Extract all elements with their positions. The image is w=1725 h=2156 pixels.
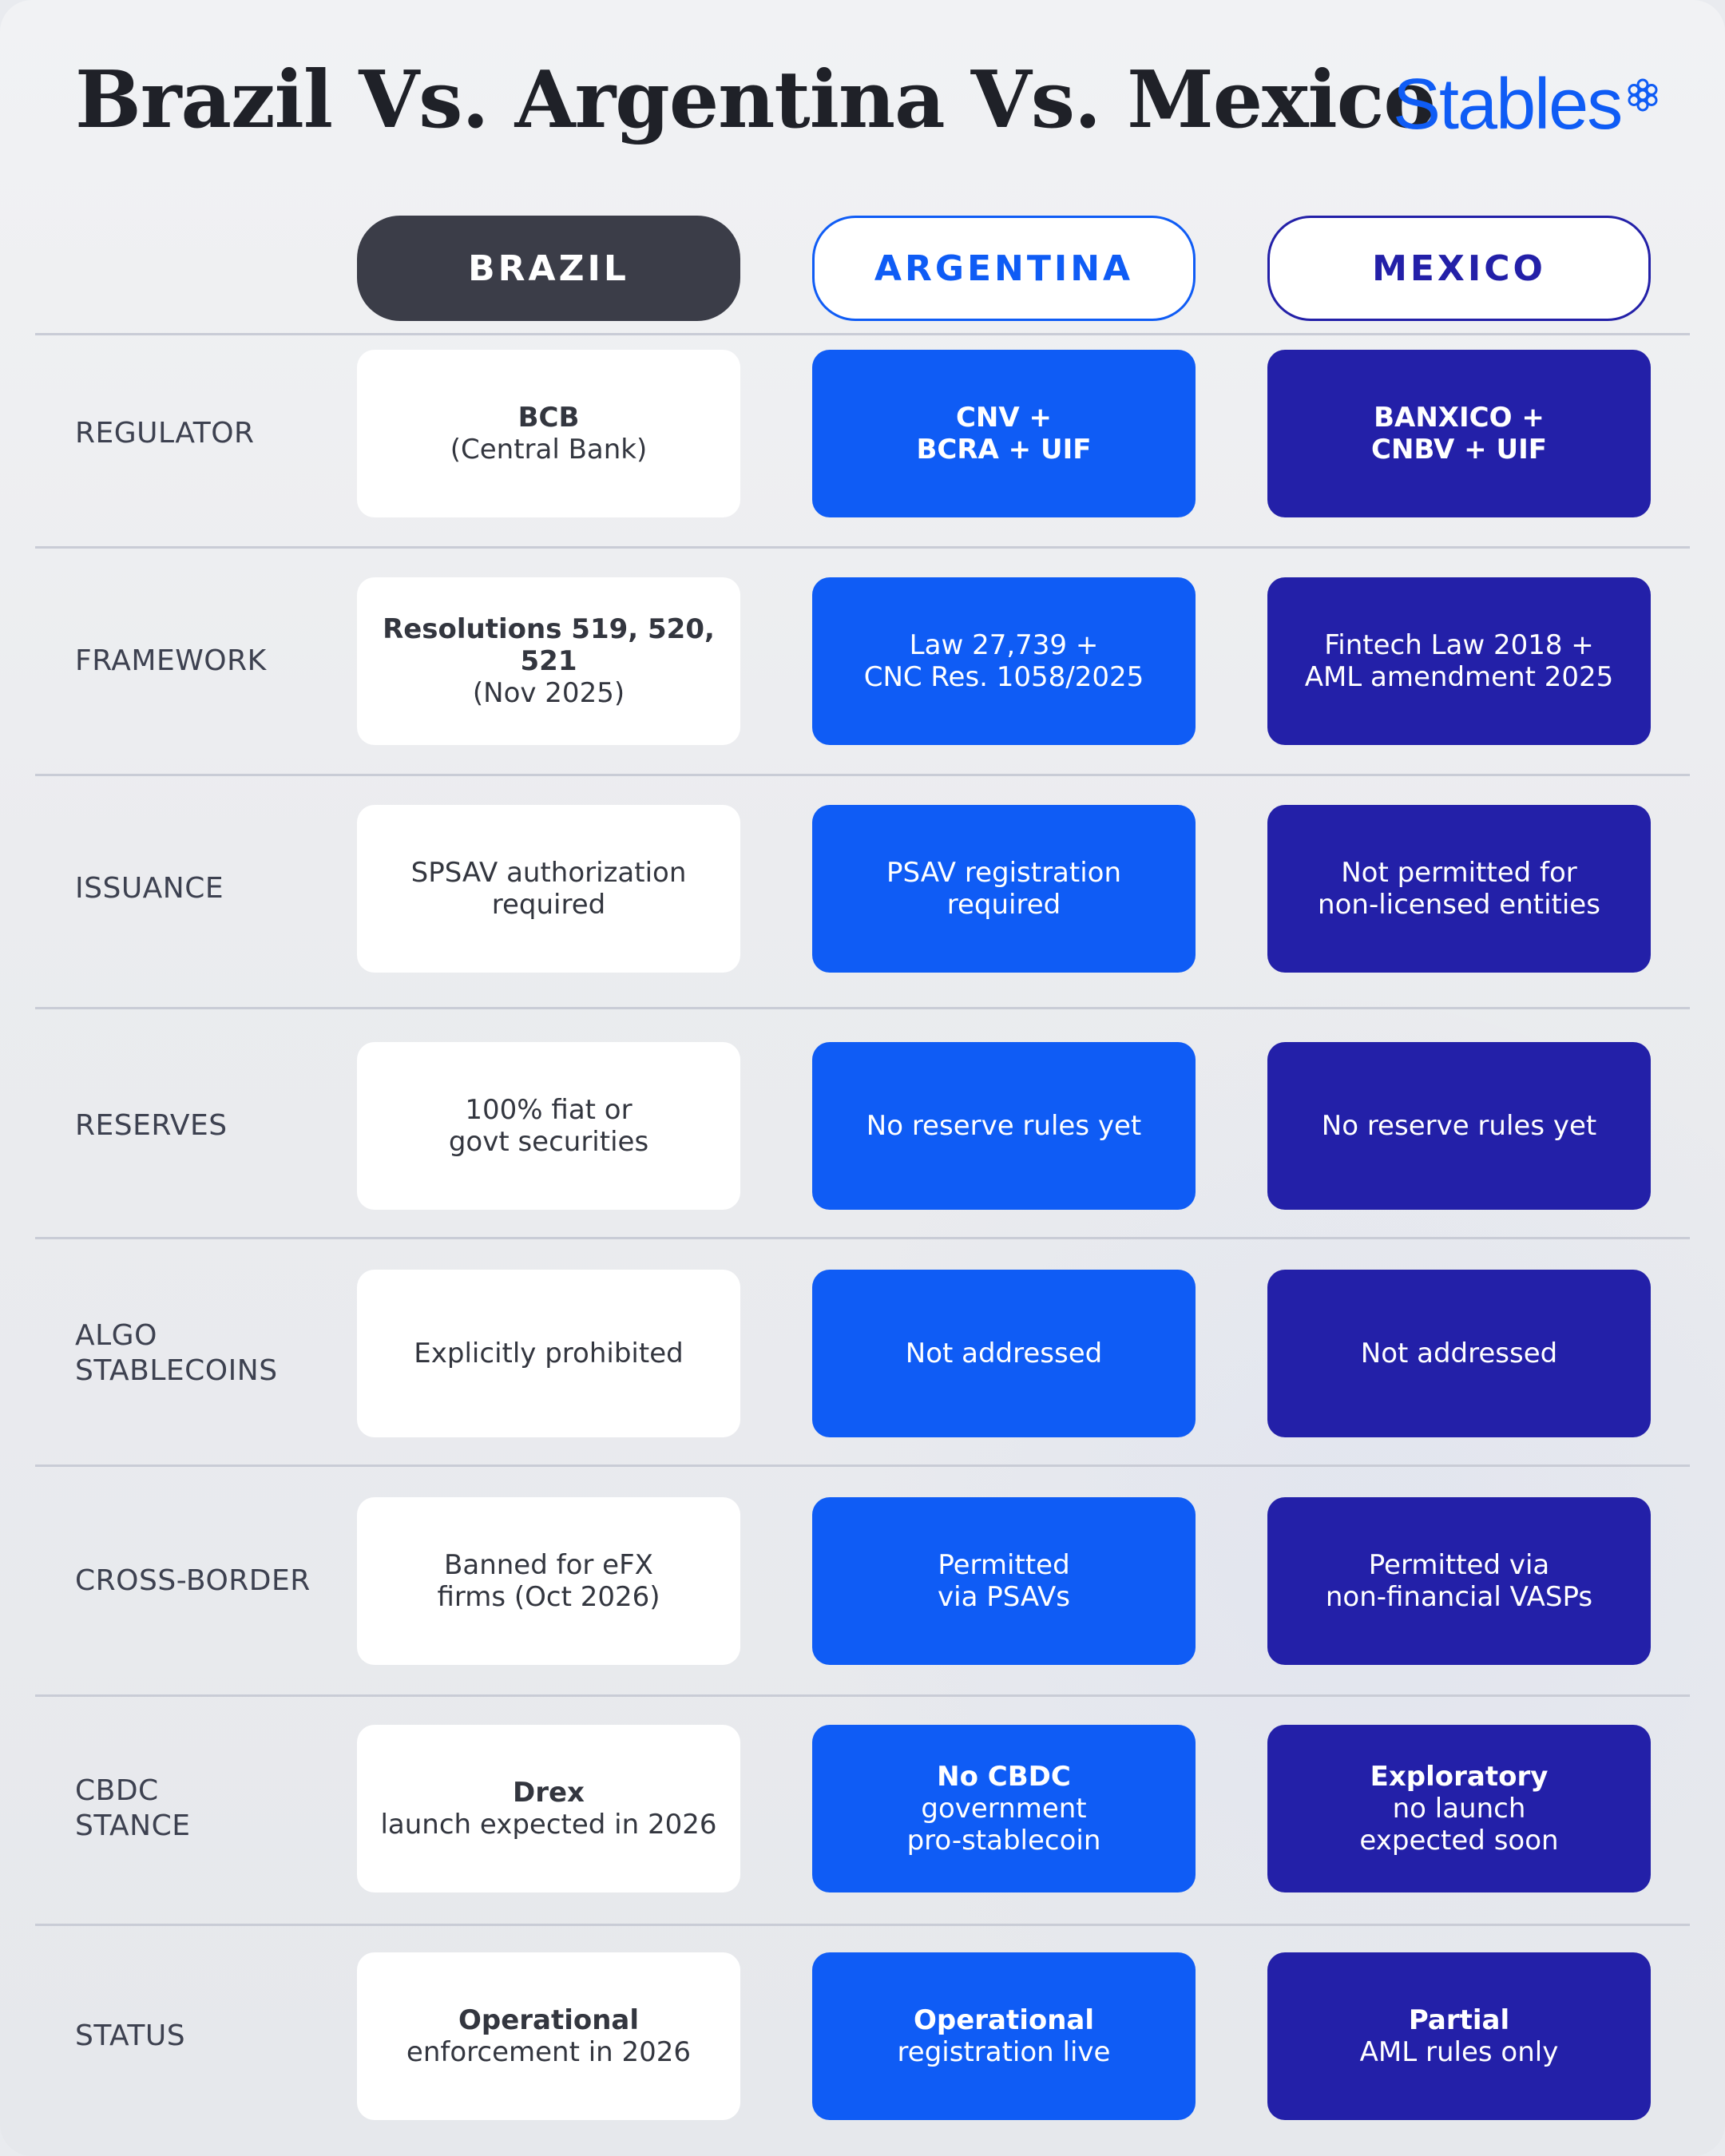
row-label: ISSUANCE	[75, 872, 224, 905]
cell-text: required	[491, 889, 606, 921]
cell-text: required	[946, 889, 1061, 921]
cell-brazil: Explicitly prohibited	[357, 1270, 740, 1437]
cell-bold-text: BANXICO +	[1374, 402, 1545, 434]
cell-text: AML rules only	[1359, 2036, 1559, 2068]
cell-text: (Central Bank)	[450, 434, 648, 466]
cell-text: CNC Res. 1058/2025	[863, 661, 1144, 693]
cell-text: non-licensed entities	[1318, 889, 1600, 921]
cell-brazil: Resolutions 519, 520, 521(Nov 2025)	[357, 577, 740, 745]
row-label: REGULATOR	[75, 417, 255, 450]
cell-text: Permitted via	[1368, 1549, 1550, 1581]
cell-text: pro-stablecoin	[906, 1825, 1101, 1857]
cell-mexico: BANXICO +CNBV + UIF	[1267, 350, 1651, 517]
cell-text: No reserve rules yet	[866, 1110, 1142, 1142]
cell-bold-text: Operational	[458, 2004, 640, 2036]
row-label: STATUS	[75, 2019, 186, 2052]
cell-text: PSAV registration	[886, 857, 1122, 889]
cell-mexico: No reserve rules yet	[1267, 1042, 1651, 1210]
cell-text: via PSAVs	[938, 1581, 1070, 1613]
page-title: Brazil Vs. Argentina Vs. Mexico	[75, 54, 1436, 146]
cell-bold-text: Resolutions 519, 520, 521	[383, 613, 715, 677]
cell-text: 100% fiat or	[465, 1094, 632, 1126]
row-divider	[35, 546, 1690, 549]
cell-bold-text: Operational	[913, 2004, 1095, 2036]
cell-bold-text: BCRA + UIF	[916, 434, 1092, 466]
cell-mexico: Fintech Law 2018 +AML amendment 2025	[1267, 577, 1651, 745]
column-header-argentina: ARGENTINA	[812, 216, 1196, 321]
row-divider	[35, 1924, 1690, 1926]
cell-bold-text: CNBV + UIF	[1371, 434, 1547, 466]
column-header-mexico: MEXICO	[1267, 216, 1651, 321]
row-divider	[35, 333, 1690, 335]
row-divider	[35, 1694, 1690, 1697]
cell-text: firms (Oct 2026)	[437, 1581, 660, 1613]
row-label: CROSS-BORDER	[75, 1564, 311, 1597]
cell-text: Law 27,739 +	[909, 629, 1099, 661]
cell-argentina: Law 27,739 +CNC Res. 1058/2025	[812, 577, 1196, 745]
cell-argentina: CNV +BCRA + UIF	[812, 350, 1196, 517]
cell-text: government	[921, 1793, 1087, 1825]
row-label: CBDC STANCE	[75, 1774, 191, 1842]
cell-text: registration live	[897, 2036, 1111, 2068]
cell-bold-text: Exploratory	[1370, 1761, 1549, 1793]
cell-brazil: BCB(Central Bank)	[357, 350, 740, 517]
cell-text: no launch	[1392, 1793, 1526, 1825]
flower-gear-icon	[1628, 78, 1658, 112]
row-divider	[35, 1464, 1690, 1467]
row-divider	[35, 1007, 1690, 1009]
cell-text: non-financial VASPs	[1325, 1581, 1593, 1613]
cell-text: launch expected in 2026	[380, 1809, 717, 1841]
cell-text: expected soon	[1359, 1825, 1559, 1857]
row-label: RESERVES	[75, 1109, 228, 1142]
cell-text: No reserve rules yet	[1321, 1110, 1597, 1142]
cell-argentina: No reserve rules yet	[812, 1042, 1196, 1210]
cell-text: Permitted	[938, 1549, 1070, 1581]
row-divider	[35, 774, 1690, 776]
row-divider	[35, 1237, 1690, 1239]
logo-text: Stables	[1393, 65, 1623, 145]
cell-text: govt securities	[448, 1126, 649, 1158]
cell-bold-text: CNV +	[955, 402, 1053, 434]
cell-text: AML amendment 2025	[1304, 661, 1614, 693]
stables-logo: Stables	[1393, 69, 1661, 149]
row-label: FRAMEWORK	[75, 644, 267, 677]
cell-argentina: Not addressed	[812, 1270, 1196, 1437]
cell-text: (Nov 2025)	[472, 677, 625, 709]
cell-text: enforcement in 2026	[406, 2036, 692, 2068]
cell-bold-text: Partial	[1408, 2004, 1510, 2036]
cell-bold-text: No CBDC	[937, 1761, 1071, 1793]
cell-bold-text: BCB	[518, 402, 580, 434]
cell-mexico: Not addressed	[1267, 1270, 1651, 1437]
cell-text: Not addressed	[905, 1338, 1103, 1369]
cell-bold-text: Drex	[513, 1777, 585, 1809]
row-label: ALGO STABLECOINS	[75, 1319, 278, 1387]
column-header-brazil: BRAZIL	[357, 216, 740, 321]
cell-text: Not permitted for	[1341, 857, 1577, 889]
cell-text: Fintech Law 2018 +	[1324, 629, 1594, 661]
cell-text: Not addressed	[1360, 1338, 1558, 1369]
cell-text: SPSAV authorization	[410, 857, 687, 889]
cell-text: Banned for eFX	[444, 1549, 653, 1581]
cell-text: Explicitly prohibited	[414, 1338, 684, 1369]
